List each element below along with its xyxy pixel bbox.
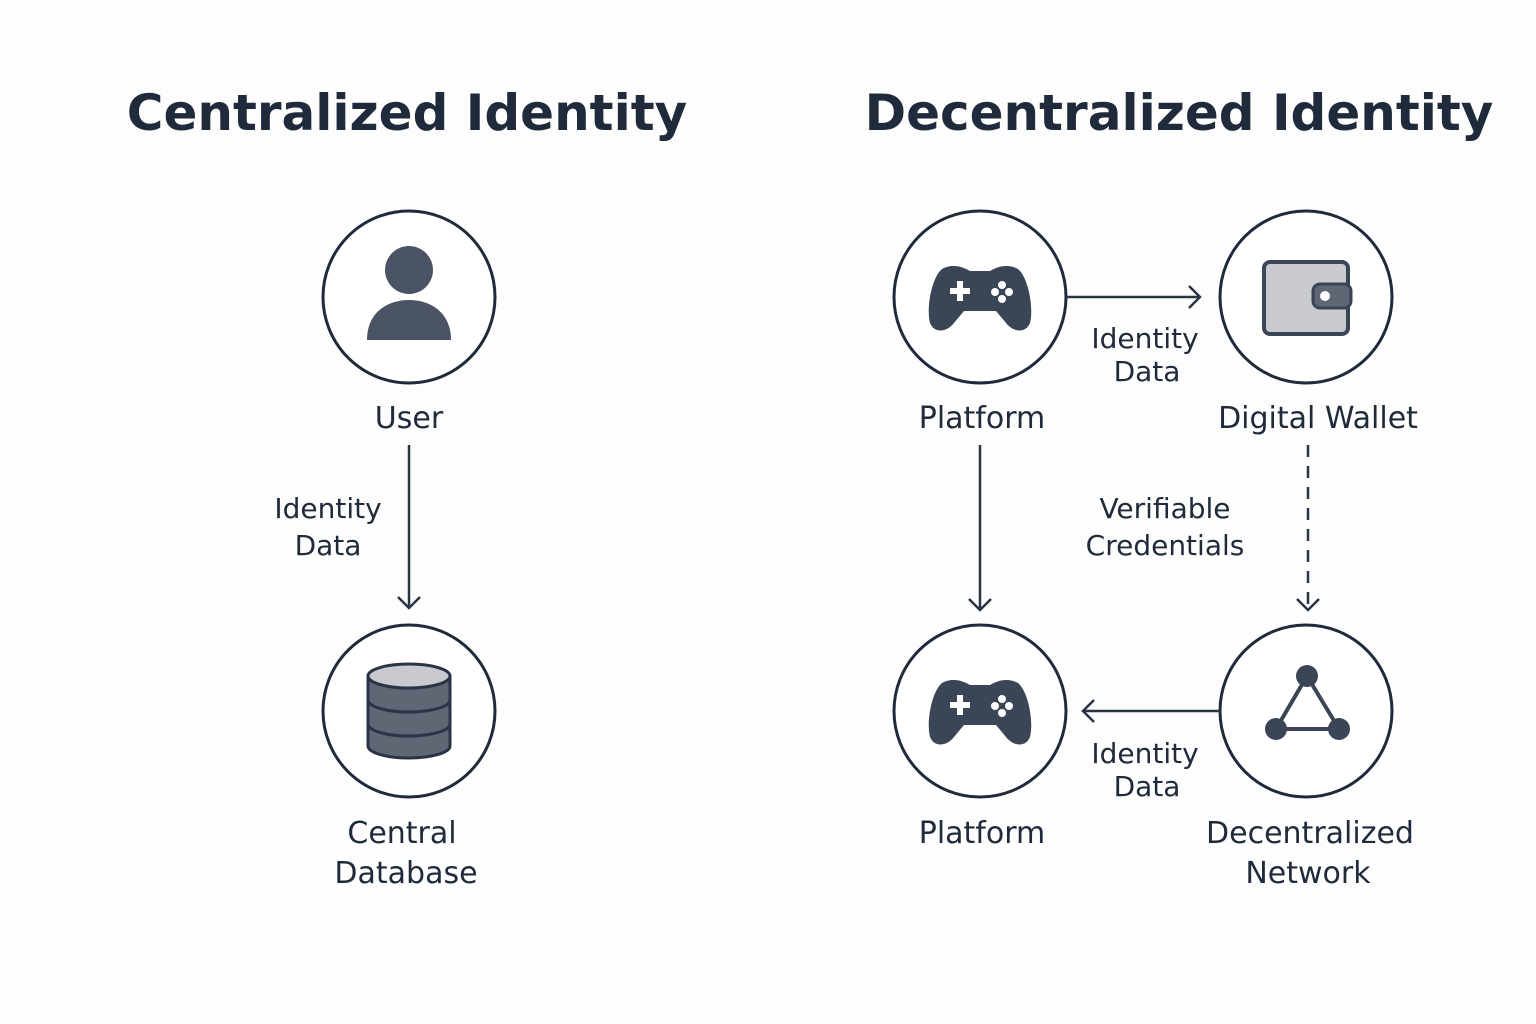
network-to-platform-arrow <box>1081 699 1220 723</box>
platform-down-arrow <box>968 445 992 612</box>
wallet-node <box>1218 209 1394 385</box>
network-node <box>1218 623 1394 799</box>
edge-label-line1: Identity <box>274 492 381 525</box>
platform-bottom-node <box>892 623 1068 799</box>
database-icon <box>366 662 452 760</box>
credentials-label-line2: Credentials <box>1086 529 1245 562</box>
edge-label-line2: Data <box>1114 355 1181 388</box>
identity-data-arrow-down <box>397 445 421 610</box>
network-label-line1: Decentralized <box>1206 816 1414 851</box>
user-node <box>321 209 497 385</box>
database-label-line2: Database <box>334 856 477 891</box>
centralized-title: Centralized Identity <box>127 84 687 142</box>
credentials-label-line1: Verifiable <box>1099 492 1230 525</box>
platform-to-wallet-arrow <box>1067 285 1202 309</box>
edge-label-line1: Identity <box>1091 322 1198 355</box>
network-label-line2: Network <box>1245 856 1371 891</box>
decentralized-title: Decentralized Identity <box>865 84 1494 142</box>
edge-label-line1: Identity <box>1091 737 1198 770</box>
database-node <box>321 623 497 799</box>
wallet-to-network-dashed-arrow <box>1296 445 1320 612</box>
user-label: User <box>375 401 444 436</box>
user-icon <box>367 246 451 340</box>
edge-label-line2: Data <box>295 529 362 562</box>
wallet-icon <box>1262 260 1353 336</box>
network-triangle-icon <box>1265 665 1350 740</box>
edge-label-line2: Data <box>1114 770 1181 803</box>
platform-top-label: Platform <box>919 401 1046 436</box>
database-label-line1: Central <box>347 816 456 851</box>
platform-bottom-label: Platform <box>919 816 1046 851</box>
wallet-label: Digital Wallet <box>1218 401 1418 436</box>
platform-top-node <box>892 209 1068 385</box>
